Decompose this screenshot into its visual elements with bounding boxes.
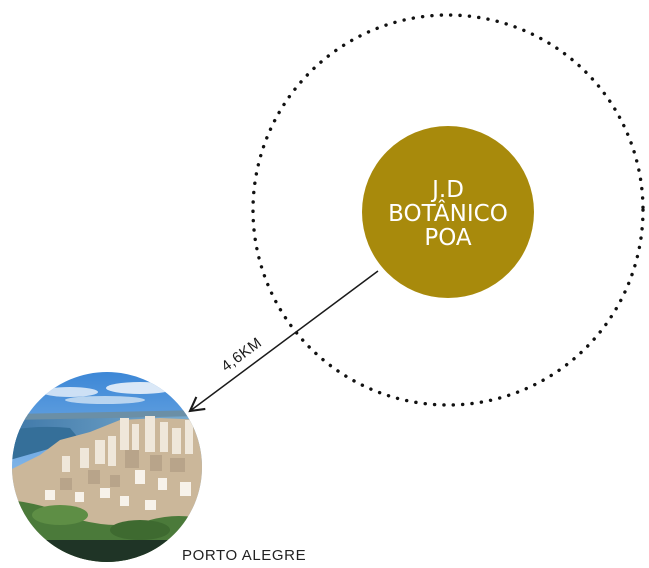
radius-ring <box>251 13 645 407</box>
hub-label-line-1: J.D <box>430 177 464 203</box>
distance-arrow <box>188 270 379 413</box>
jd-botanico-hub: J.D BOTÂNICO POA <box>362 126 534 298</box>
hub-label-line-2: BOTÂNICO <box>388 199 508 227</box>
city-label: PORTO ALEGRE <box>182 547 306 564</box>
distance-label: 4,6KM <box>218 334 265 375</box>
city-photo-circle <box>12 372 202 562</box>
hub-circle <box>362 126 534 298</box>
hub-label-line-3: POA <box>424 225 472 251</box>
